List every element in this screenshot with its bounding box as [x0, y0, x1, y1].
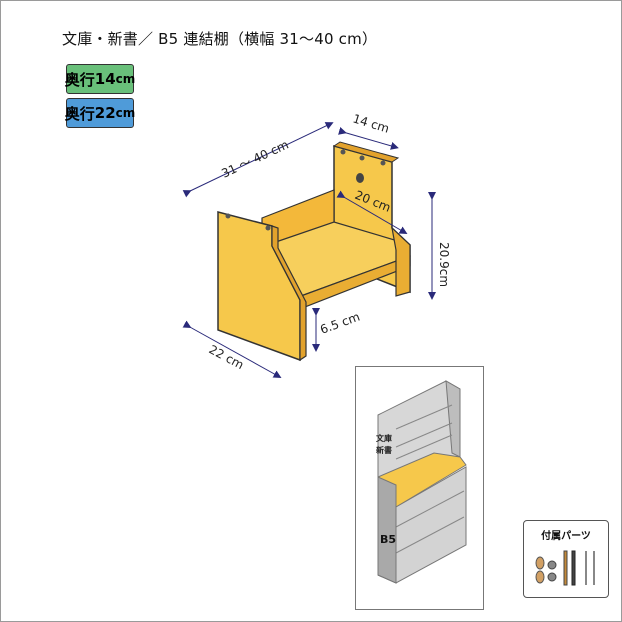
- preview-front-panel: [377, 476, 397, 584]
- depth-label: 奥行: [64, 104, 95, 123]
- bolt-icon: [571, 550, 576, 586]
- parts-label: 付属パーツ: [541, 531, 591, 542]
- depth-value: 22: [94, 104, 116, 122]
- wood-dowel-icon: [535, 556, 545, 570]
- stack-preview: 文庫 新書 B5: [355, 366, 484, 610]
- preview-top-label-2: 新書: [376, 445, 392, 455]
- depth-unit: cm: [115, 106, 136, 120]
- depth-unit: cm: [115, 72, 136, 86]
- parts-box: 付属パーツ: [523, 520, 609, 598]
- cam-lock-icon: [547, 572, 557, 582]
- depth-label: 奥行: [64, 70, 95, 89]
- stack-preview-drawing: 文庫 新書 B5: [376, 380, 467, 584]
- preview-top-label: 文庫: [376, 433, 392, 443]
- preview-bottom-label: B5: [380, 533, 396, 546]
- page-title: 文庫・新書／ B5 連結棚（横幅 31～40 cm）: [62, 30, 378, 48]
- depth-value: 14: [94, 70, 116, 88]
- wood-dowel-icon: [535, 570, 545, 584]
- cam-lock-icon: [547, 560, 557, 570]
- parts-icons: [535, 550, 595, 586]
- bolt-icon: [563, 550, 568, 586]
